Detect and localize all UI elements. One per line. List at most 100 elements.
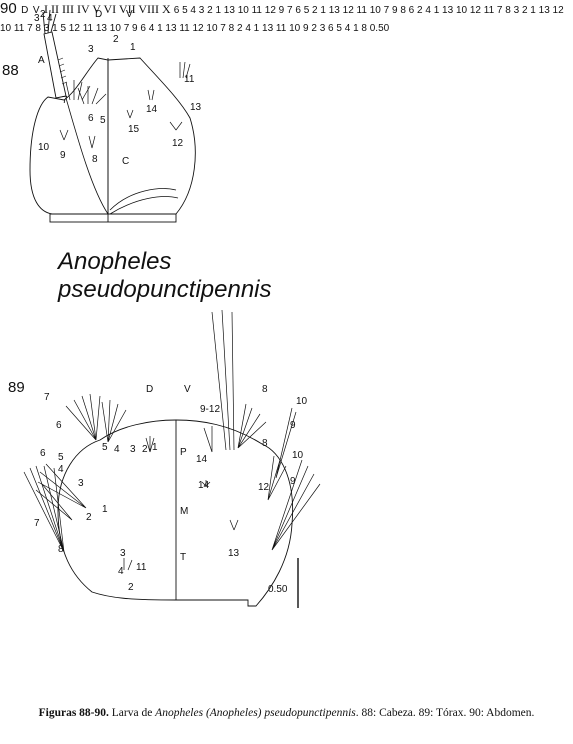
abd-seta-13-VII: 13 [262, 23, 274, 34]
head-capsule [29, 57, 109, 215]
abd-seta-5-V: 5 [60, 23, 67, 34]
segment-IV-label: IV [76, 2, 90, 16]
figure-number-88: 88 [2, 62, 19, 79]
abd-seta-12-III: 12 [469, 5, 481, 16]
cranium-label: C [122, 156, 129, 167]
head-dorsal-label: D [95, 9, 102, 20]
abd-seta-7-VI: 7 [220, 23, 226, 34]
abd-seta-13-V: 13 [95, 23, 107, 34]
abd-seta-4-III: 4 [425, 5, 431, 16]
thorax-seta-14a: 14 [196, 454, 208, 465]
mesothorax-label: M [180, 506, 188, 517]
thorax-seta-12: 12 [258, 482, 270, 493]
species-title-epithet: pseudopunctipennis [58, 276, 272, 303]
segment-V-label: V [92, 2, 101, 16]
species-title-genus: Anopheles [58, 248, 172, 275]
thorax-seta-8c: 8 [262, 438, 268, 449]
abd-seta-1-VII: 1 [253, 23, 260, 34]
head-seta-5: 5 [100, 115, 106, 126]
thorax-seta-10b: 10 [292, 450, 304, 461]
species-title: Anopheles pseudopunctipennis [58, 248, 298, 304]
figure-number-90: 90 [0, 0, 17, 17]
abd-seta-4-VIII: 4 [344, 23, 351, 34]
abd-seta-8-X: 8 [361, 23, 367, 34]
head-seta-4: 4 [47, 13, 53, 24]
abd-seta-10-VII: 10 [289, 23, 301, 34]
segment-VIII-label: VIII [138, 2, 160, 16]
head-seta-2: 2 [40, 9, 46, 20]
abd-seta-7-I: 7 [287, 5, 293, 16]
thorax-seta-8a: 8 [262, 384, 268, 395]
abd-seta-11-VI: 11 [179, 23, 190, 34]
abd-seta-2-III: 2 [417, 5, 423, 16]
abd-seta-2-IV: 2 [521, 5, 528, 16]
abd-seta-13-I: 13 [223, 5, 235, 16]
thorax-seta-2c: 2 [128, 582, 134, 593]
abd-seta-12-IV: 12 [552, 5, 564, 16]
segment-VI-label: VI [103, 2, 117, 16]
abd-seta-1-X: 1 [353, 23, 359, 34]
caption-species: Anopheles (Anopheles) pseudopunctipennis [155, 707, 356, 719]
thorax-seta-7b: 7 [34, 518, 40, 529]
thorax-dorsal-label: D [146, 384, 153, 395]
head-seta-2b: 2 [113, 34, 119, 45]
caption-text-1: Larva de [108, 707, 156, 719]
thorax-seta-1a: 1 [152, 442, 158, 453]
abd-seta-3-VIII: 3 [319, 23, 326, 34]
thorax-seta-13: 13 [228, 548, 240, 559]
abd-seta-9-V: 9 [132, 23, 138, 34]
thorax-seta-1b: 1 [102, 504, 108, 515]
thorax-seta-14b: 14 [198, 480, 210, 491]
thorax-seta-8b: 8 [58, 544, 64, 555]
abd-seta-2-I: 2 [207, 5, 213, 16]
abd-seta-6-I: 6 [173, 5, 180, 16]
abd-seta-12-V: 12 [68, 23, 80, 34]
head-seta-13: 13 [190, 102, 202, 113]
abd-seta-10-III: 10 [455, 5, 468, 16]
head-seta-12: 12 [172, 138, 184, 149]
head-seta-1: 1 [130, 42, 136, 53]
head-seta-3b: 3 [88, 44, 94, 55]
abd-seta-4-I: 4 [190, 5, 196, 16]
thorax-seta-11c: 11 [136, 562, 147, 573]
segment-III-label: III [61, 2, 74, 16]
abd-seta-1-V: 1 [52, 23, 58, 34]
thorax-seta-5b: 5 [58, 452, 64, 463]
abd-seta-1-I: 1 [215, 5, 221, 16]
segment-X-label: X [162, 2, 171, 16]
abd-seta-11-IV: 11 [13, 23, 25, 34]
abd-seta-12-VI: 12 [192, 23, 204, 34]
head-seta-11: 11 [184, 74, 195, 85]
abd-seta-13-III: 13 [442, 5, 454, 16]
thorax-figure-89: 89 D V P M T 7 6 [8, 309, 321, 608]
figure-caption: Figuras 88-90. Larva de Anopheles (Anoph… [0, 706, 573, 720]
abdomen-figure-90: 90 D V [0, 0, 564, 35]
thorax-seta-3c: 3 [120, 548, 126, 559]
head-seta-14: 14 [146, 104, 158, 115]
thorax-seta-2a: 2 [142, 444, 148, 455]
abd-seta-2-II: 2 [312, 5, 318, 16]
abd-seta-2-VIII: 2 [311, 23, 317, 34]
abdomen-ventral-label: V [32, 5, 40, 16]
abd-seta-10-II: 10 [369, 5, 381, 16]
segment-I-label: I [43, 2, 48, 16]
abd-seta-11-VII: 11 [275, 23, 287, 34]
prothorax-label: P [180, 447, 187, 458]
abd-seta-5-II: 5 [303, 5, 310, 16]
segment-II-label: II [50, 2, 59, 16]
abd-seta-11-II: 11 [356, 5, 367, 16]
head-ventral-label: V [126, 9, 133, 20]
abd-seta-10-I: 10 [237, 5, 249, 16]
abd-seta-12-II: 12 [342, 5, 354, 16]
abd-seta-11-III: 11 [483, 5, 495, 16]
head-seta-7: 7 [62, 95, 68, 106]
abd-seta-4-VII: 4 [245, 23, 251, 34]
abdomen-scale-label: 0.50 [369, 23, 390, 34]
abd-seta-13-II: 13 [328, 5, 340, 16]
abd-seta-9-II: 9 [391, 5, 398, 16]
thorax-seta-9a: 9 [290, 420, 296, 431]
antenna-outline [43, 31, 67, 99]
abd-seta-9-I: 9 [278, 5, 285, 16]
thorax-seta-6a: 6 [56, 420, 62, 431]
abd-seta-3-I: 3 [198, 5, 205, 16]
